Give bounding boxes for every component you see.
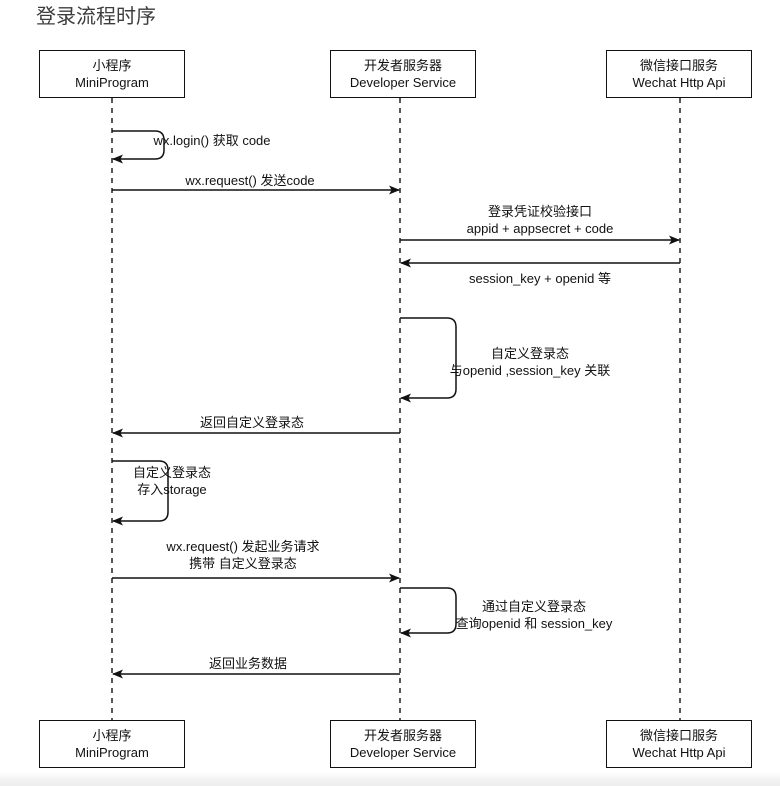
message-label-line2: 存入storage	[137, 482, 207, 497]
self-message-loop-5	[400, 317, 457, 403]
bottom-strip	[0, 772, 780, 786]
participant-label-en: MiniProgram	[75, 75, 149, 90]
message-label-8: wx.request() 发起业务请求携带 自定义登录态	[166, 538, 319, 572]
message-label-line1: 登录凭证校验接口	[487, 204, 593, 219]
participant-box-top-miniprogram: 小程序 MiniProgram	[39, 50, 185, 98]
participant-box-top-developer-service: 开发者服务器 Developer Service	[330, 50, 476, 98]
message-label-line1: wx.request() 发送code	[185, 173, 315, 188]
message-label-6: 返回自定义登录态	[200, 414, 304, 431]
participant-box-bottom-miniprogram: 小程序 MiniProgram	[39, 720, 185, 768]
message-label-7: 自定义登录态存入storage	[133, 464, 211, 498]
messages-group	[112, 130, 680, 679]
participant-label-cn: 微信接口服务	[639, 728, 718, 743]
self-message-loop-1	[112, 130, 165, 164]
page-title: 登录流程时序	[36, 6, 156, 28]
message-label-9: 通过自定义登录态查询openid 和 session_key	[456, 598, 613, 632]
message-label-line1: session_key + openid 等	[468, 271, 612, 286]
participant-label-en: MiniProgram	[75, 745, 149, 760]
message-label-line1: 返回自定义登录态	[199, 415, 305, 430]
message-label-line2: appid + appsecret + code	[466, 221, 614, 236]
message-label-line1: wx.login() 获取 code	[153, 133, 271, 148]
participant-label-cn: 小程序	[92, 58, 132, 73]
participant-box-bottom-wechat-http-api: 微信接口服务 Wechat Http Api	[606, 720, 752, 768]
message-label-10: 返回业务数据	[209, 655, 287, 672]
participant-box-bottom-developer-service: 开发者服务器 Developer Service	[330, 720, 476, 768]
participant-box-top-wechat-http-api: 微信接口服务 Wechat Http Api	[606, 50, 752, 98]
message-label-line2: 携带 自定义登录态	[189, 556, 297, 571]
participant-label-cn: 开发者服务器	[363, 58, 442, 73]
self-message-loop-7	[112, 460, 169, 526]
message-label-line1: 通过自定义登录态	[481, 599, 586, 614]
self-message-loop-9	[400, 587, 457, 638]
participant-label-cn: 开发者服务器	[363, 728, 442, 743]
participant-label-en: Developer Service	[349, 745, 457, 760]
message-label-line1: 自定义登录态	[132, 465, 212, 480]
message-label-5: 自定义登录态与openid ,session_key 关联	[450, 345, 610, 379]
message-label-line2: 查询openid 和 session_key	[455, 616, 613, 631]
lifelines-group	[111, 98, 681, 720]
participant-label-en: Wechat Http Api	[632, 75, 726, 90]
message-label-2: wx.request() 发送code	[185, 172, 314, 189]
participant-label-cn: 微信接口服务	[639, 58, 718, 73]
message-label-4: session_key + openid 等	[469, 270, 611, 287]
message-label-3: 登录凭证校验接口 appid + appsecret + code	[467, 203, 614, 237]
message-label-1: wx.login() 获取 code	[153, 132, 270, 149]
message-label-line1: wx.request() 发起业务请求	[166, 539, 320, 554]
message-label-line1: 自定义登录态	[490, 346, 570, 361]
participant-label-cn: 小程序	[92, 728, 132, 743]
participant-label-en: Developer Service	[349, 75, 457, 90]
participant-label-en: Wechat Http Api	[632, 745, 726, 760]
message-label-line1: 返回业务数据	[208, 656, 288, 671]
message-label-line2: 与openid ,session_key 关联	[449, 363, 611, 378]
